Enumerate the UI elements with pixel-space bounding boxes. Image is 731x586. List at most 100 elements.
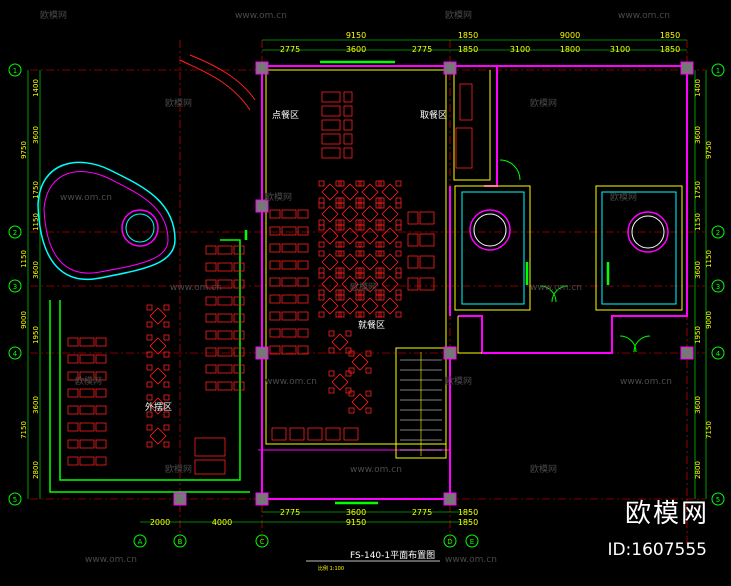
watermark-logo: 欧模网 xyxy=(40,9,67,21)
chair xyxy=(355,241,362,248)
chair xyxy=(205,296,217,306)
table xyxy=(331,333,349,351)
table xyxy=(381,205,399,223)
dim-text: 9750 xyxy=(705,141,713,159)
table xyxy=(321,183,339,201)
chair xyxy=(205,245,217,255)
table xyxy=(217,330,233,340)
chair xyxy=(375,311,382,318)
doors xyxy=(499,159,651,353)
table xyxy=(271,427,287,441)
chair xyxy=(345,330,352,337)
dim-text: 9750 xyxy=(20,141,28,159)
table xyxy=(361,183,379,201)
dim-text: 2000 xyxy=(150,518,170,527)
table xyxy=(217,364,233,374)
chair xyxy=(163,381,170,388)
table xyxy=(419,233,435,247)
table xyxy=(321,105,341,117)
table xyxy=(281,345,297,355)
chair xyxy=(348,367,355,374)
grid-bubbles-right xyxy=(711,63,725,506)
partitions xyxy=(265,69,683,459)
table xyxy=(321,147,341,159)
table xyxy=(149,367,167,385)
dim-text: 1800 xyxy=(560,45,580,54)
watermark-site: www.om.cn xyxy=(445,555,497,565)
table xyxy=(331,373,349,391)
table xyxy=(321,275,339,293)
dim-text: 1400 xyxy=(694,79,702,97)
dim-text: 7150 xyxy=(705,421,713,439)
chair xyxy=(335,224,342,231)
chair xyxy=(378,180,385,187)
chair xyxy=(348,390,355,397)
chair xyxy=(297,345,309,355)
chair xyxy=(146,441,153,448)
chair xyxy=(269,243,281,253)
chair xyxy=(335,180,342,187)
table xyxy=(281,226,297,236)
row-label: 2 xyxy=(13,229,17,237)
dim-text: 1850 xyxy=(660,45,680,54)
chair xyxy=(358,311,365,318)
dim-text: 1750 xyxy=(32,181,40,199)
chair xyxy=(95,439,107,449)
chair xyxy=(67,371,79,381)
chair xyxy=(358,267,365,274)
dim-text: 1150 xyxy=(705,250,713,268)
dim-text: 2800 xyxy=(32,461,40,479)
chair xyxy=(318,272,325,279)
chair xyxy=(67,388,79,398)
chair xyxy=(269,260,281,270)
chair xyxy=(297,311,309,321)
chair xyxy=(269,277,281,287)
table xyxy=(321,227,339,245)
chair xyxy=(146,334,153,341)
chair xyxy=(146,351,153,358)
dim-text: 9000 xyxy=(560,31,580,40)
table xyxy=(149,397,167,415)
dim-text: 3600 xyxy=(32,396,40,414)
dim-text: 1150 xyxy=(20,250,28,268)
watermark-site: www.om.cn xyxy=(170,283,222,293)
table xyxy=(79,371,95,381)
chair xyxy=(163,321,170,328)
chair xyxy=(345,347,352,354)
dim-text: 1950 xyxy=(32,326,40,344)
table xyxy=(381,227,399,245)
chair xyxy=(318,250,325,257)
chair xyxy=(378,219,385,226)
top-dims: 9150 1850 9000 1850 2775 3600 2775 1850 … xyxy=(280,31,680,54)
dim-text: 9150 xyxy=(346,518,366,527)
chair xyxy=(233,364,245,374)
chair xyxy=(269,345,281,355)
pickup-counter xyxy=(459,83,473,121)
chair xyxy=(375,267,382,274)
watermark-logo: 欧模网 xyxy=(265,191,292,203)
chair xyxy=(67,439,79,449)
table xyxy=(341,183,359,201)
chair xyxy=(146,424,153,431)
table xyxy=(341,297,359,315)
watermark-site: www.om.cn xyxy=(85,555,137,565)
chair xyxy=(297,277,309,287)
chair xyxy=(338,250,345,257)
chair xyxy=(146,381,153,388)
watermark-logo: 欧模网 xyxy=(610,191,637,203)
table xyxy=(361,253,379,271)
table xyxy=(79,405,95,415)
chair xyxy=(358,241,365,248)
chair xyxy=(318,224,325,231)
chair xyxy=(318,219,325,226)
dim-text: 2800 xyxy=(694,461,702,479)
chair xyxy=(375,294,382,301)
table xyxy=(343,427,359,441)
washrooms xyxy=(461,191,677,305)
dim-text: 1400 xyxy=(32,79,40,97)
watermark-logo: 欧模网 xyxy=(530,463,557,475)
chair xyxy=(378,197,385,204)
chair xyxy=(335,289,342,296)
chair xyxy=(338,289,345,296)
watermark-logo: 欧模网 xyxy=(165,463,192,475)
